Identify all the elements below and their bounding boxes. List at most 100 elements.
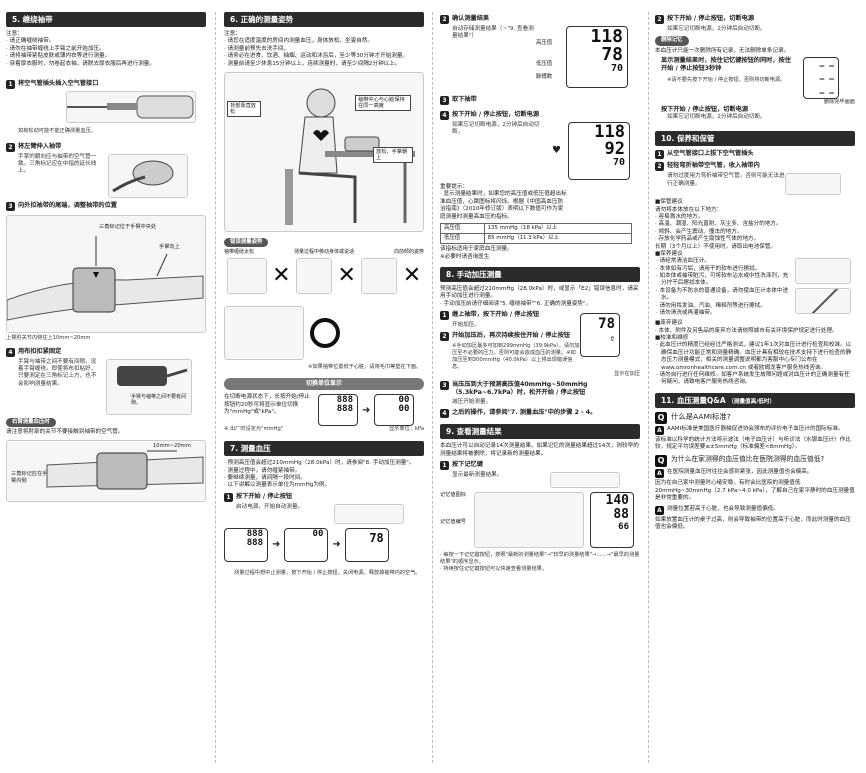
lcd-segment: 78 (369, 530, 384, 545)
note-line: · 请正确缠绕袖带。 (6, 38, 55, 45)
hypertension-table: 高压值 135 mmHg（18 kPa）以上 低压值 85 mmHg（11.3 … (440, 222, 633, 245)
step-3: 3 当压压到大于预测高压值40mmHg~50mmHg（5.3kPa~6.7kPa… (440, 380, 640, 397)
unit-label: 显示单位：kPa (388, 426, 424, 433)
step-4: 4 按下开始 / 停止按钮，切断电源 (440, 111, 640, 120)
step-title: 当压压到大于预测高压值40mmHg~50mmHg（5.3kPa~6.7kPa）时… (452, 380, 588, 396)
storage-intro: 请勿将本体放在以下地方： (655, 206, 723, 213)
step-text: 显示最新测量结果。 (452, 472, 503, 479)
step-title: 将空气管插头插入空气管接口 (18, 79, 99, 87)
table-note: 该指标适用于家庭血压测量。 (440, 246, 513, 253)
answer-icon: A (655, 505, 664, 515)
cuff-fasten-icon (117, 365, 188, 386)
wrong-posture-pill: 错误测量姿势 (224, 237, 269, 247)
lcd-zero: 00 (284, 527, 329, 562)
wrong-label: 向前倾的姿势 (393, 249, 424, 255)
lcd-segment: 00 (398, 404, 410, 415)
table-row: 低压值 85 mmHg（11.3 kPa）以上 (440, 232, 633, 245)
answer-extra: 如果放置血压计的桌子过高，则会导致袖带的位置高于心脏，而此时测量的血压值也会偏低… (655, 516, 851, 530)
question-2: Q 为什么在家测得的血压值比在医院测得的血压值低? (655, 455, 855, 468)
note-line: · 测量前请至少休息15分钟以上，连续测量时，请至少间隔2分钟以上。 (224, 60, 401, 67)
step-number: 4 (6, 347, 15, 357)
step-number: 2 (440, 15, 449, 24)
column-posture: 6. 正确的测量姿势 注意： · 请您在适度温度的房间内测量血压，身体放松，坐姿… (224, 12, 424, 577)
answer-2: A 在医院测量血压时往往会感到紧张，因此测量值也会偏高。 (655, 469, 855, 479)
step-text: 请勿过度用力弯折袖带空气管。否则可能无法进行正确测量。 (667, 173, 785, 187)
step-title: 将左臂伸入袖带 (18, 142, 62, 150)
seated-woman-icon (285, 88, 415, 225)
lcd-pressurizing: 78 (344, 527, 389, 562)
step-number: 2 (440, 332, 449, 342)
step-text: 自动存储测量结果（☞"9. 查看测量结果"） (452, 26, 534, 40)
note-line: · 以下讲解以测量表示单位为mmHg为例。 (224, 482, 331, 489)
step-1: 1 按下开始 / 停止按钮 (224, 492, 424, 502)
care-line: · 请勿清洗或再灌袖带。 (656, 309, 716, 316)
step-number: 2 (655, 15, 664, 24)
memory-number-label: 记忆值编号 (440, 519, 466, 526)
right-arm-illustration: 10mm~20mm 三角标记应在手臂内侧 (6, 440, 206, 503)
lcd-before: 888 888 (318, 394, 358, 427)
step-title: 开始加压后，再次持续按住开始 / 停止按钮 (452, 332, 570, 340)
lcd-all-segments: 888 888 (224, 527, 268, 562)
table-note: ※必要时请咨询医生 (440, 253, 490, 260)
value-high: 140 (605, 493, 629, 509)
section-header-posture: 6. 正确的测量姿势 (224, 12, 424, 27)
lcd-high-warning: 118 92 70 (568, 122, 630, 180)
step-3: 3 取下袖带 (440, 96, 640, 105)
qa-subtitle: （测量值高/低时） (728, 398, 776, 405)
wrong-examples: ✕ ✕ ✕ (224, 256, 424, 296)
column-care: 2 按下开始 / 停止按钮，切断电源 如果忘记切断电源，2分钟后自动切断。 删除… (655, 12, 855, 531)
section-header-manual: 8. 手动加压测量 (440, 266, 640, 282)
value-pulse: 70 (612, 157, 625, 168)
step-text: 如果忘记切断电源，2分钟后自动切断。 (667, 26, 766, 32)
callout-relax: 放松，手掌朝上 (373, 146, 413, 164)
right-arm-text: 请注意将肘部的关节不要接触到袖带的空气管。 (6, 428, 124, 435)
measure-label: 上臂肘关节内侧往上10mm~20mm (6, 334, 91, 341)
x-mark-icon: ✕ (272, 263, 291, 289)
delete-step-1: 显示测量结果时，按住记忆键按钮的同时，按住开始 / 停止按钮3秒钟 (661, 56, 791, 73)
memory-bullet: · 每按一下记忆键按钮，按照"最新的测量结果"→"较早的测量结果"→……→"最早… (440, 552, 640, 566)
column-divider (648, 12, 649, 763)
value-pulse: 70 (610, 63, 623, 74)
storage-line: · 容易溅水的地方。 (655, 214, 704, 221)
loose-cuff-image (226, 257, 267, 294)
cleaning-image (795, 258, 851, 285)
wrong-label: 袖带缠绕太松 (224, 249, 255, 255)
step-title: 按下开始 / 停止按钮，切断电源 (667, 15, 755, 22)
step-title: 缠上袖带，按下开始 / 停止按钮 (452, 311, 540, 318)
question-icon: Q (655, 455, 667, 468)
heart-icon: ♥ (552, 145, 561, 156)
cuff-icon (112, 160, 174, 193)
table-row: 高压值 135 mmHg（18 kPa）以上 (440, 222, 633, 235)
calib-line: · 此血压计的精度已经经过严格测试，建议1年1次对血压计进行检查和校准。以确保血… (656, 342, 852, 371)
table-cell: 高压值 (440, 222, 485, 235)
column-results: 2 确认测量结果 自动存储测量结果（☞"9. 查看测量结果"） 高压值 低压值 … (440, 12, 640, 573)
question-text: 什么是AAMI标准? (671, 411, 731, 421)
no-wash-image (795, 288, 851, 315)
note-line: · 请您在适度温度的房间内测量血压，身体放松，坐姿自然。 (224, 38, 373, 45)
value-pulse: 66 (618, 521, 629, 532)
arrow-icon: ➜ (272, 539, 281, 551)
cleared-label: 删除完毕画面 (823, 98, 855, 105)
question-1: Q 什么是AAMI标准? (655, 411, 855, 424)
velcro-illustration: 手臂与袖带之间不要有间隙。 (106, 358, 192, 415)
prohibited-icon (805, 289, 841, 314)
step-text: 开始加压。 (452, 322, 480, 328)
step-2: 2 确认测量结果 (440, 15, 640, 24)
air-plug-icon (67, 95, 194, 119)
column-divider (432, 12, 433, 763)
note-line: · 要继续测量，请间隔一段时间。 (224, 474, 306, 481)
measure-sequence: 888 888 ➜ 00 ➜ 78 (224, 527, 424, 562)
arrow-icon: ➜ (362, 404, 371, 416)
care-line: · 如本体或袖带脏污，可将软布沾水或中性洗涤剂，充分拧干后擦拭本体。 (656, 273, 789, 287)
step-number: 3 (440, 96, 449, 105)
step-2: 2 开始加压后，再次持续按住开始 / 停止按钮 (440, 332, 640, 342)
cuff-label: 三角标记位于手臂中央处 (99, 223, 157, 230)
tip-text: · 显示测量结果时，如果您的高压值或低压值超出标准血压值，心跳图标将闪烁。根据《… (440, 191, 567, 220)
step-title: 按下开始 / 停止按钮，切断电源 (452, 111, 540, 118)
step-1: 1 将空气管插头插入空气管接口 (6, 79, 206, 89)
step-number: 2 (6, 142, 15, 152)
storage-line: 长期（3个月以上）不使用时，请取出电池保管。 (655, 243, 777, 250)
results-text: 本血压计可以自动记录14次测量结果。如果记忆的测量结果超过14次，则较早的测量结… (440, 443, 639, 457)
section-header-wrap-cuff: 5. 缠绕袖带 (6, 12, 206, 27)
